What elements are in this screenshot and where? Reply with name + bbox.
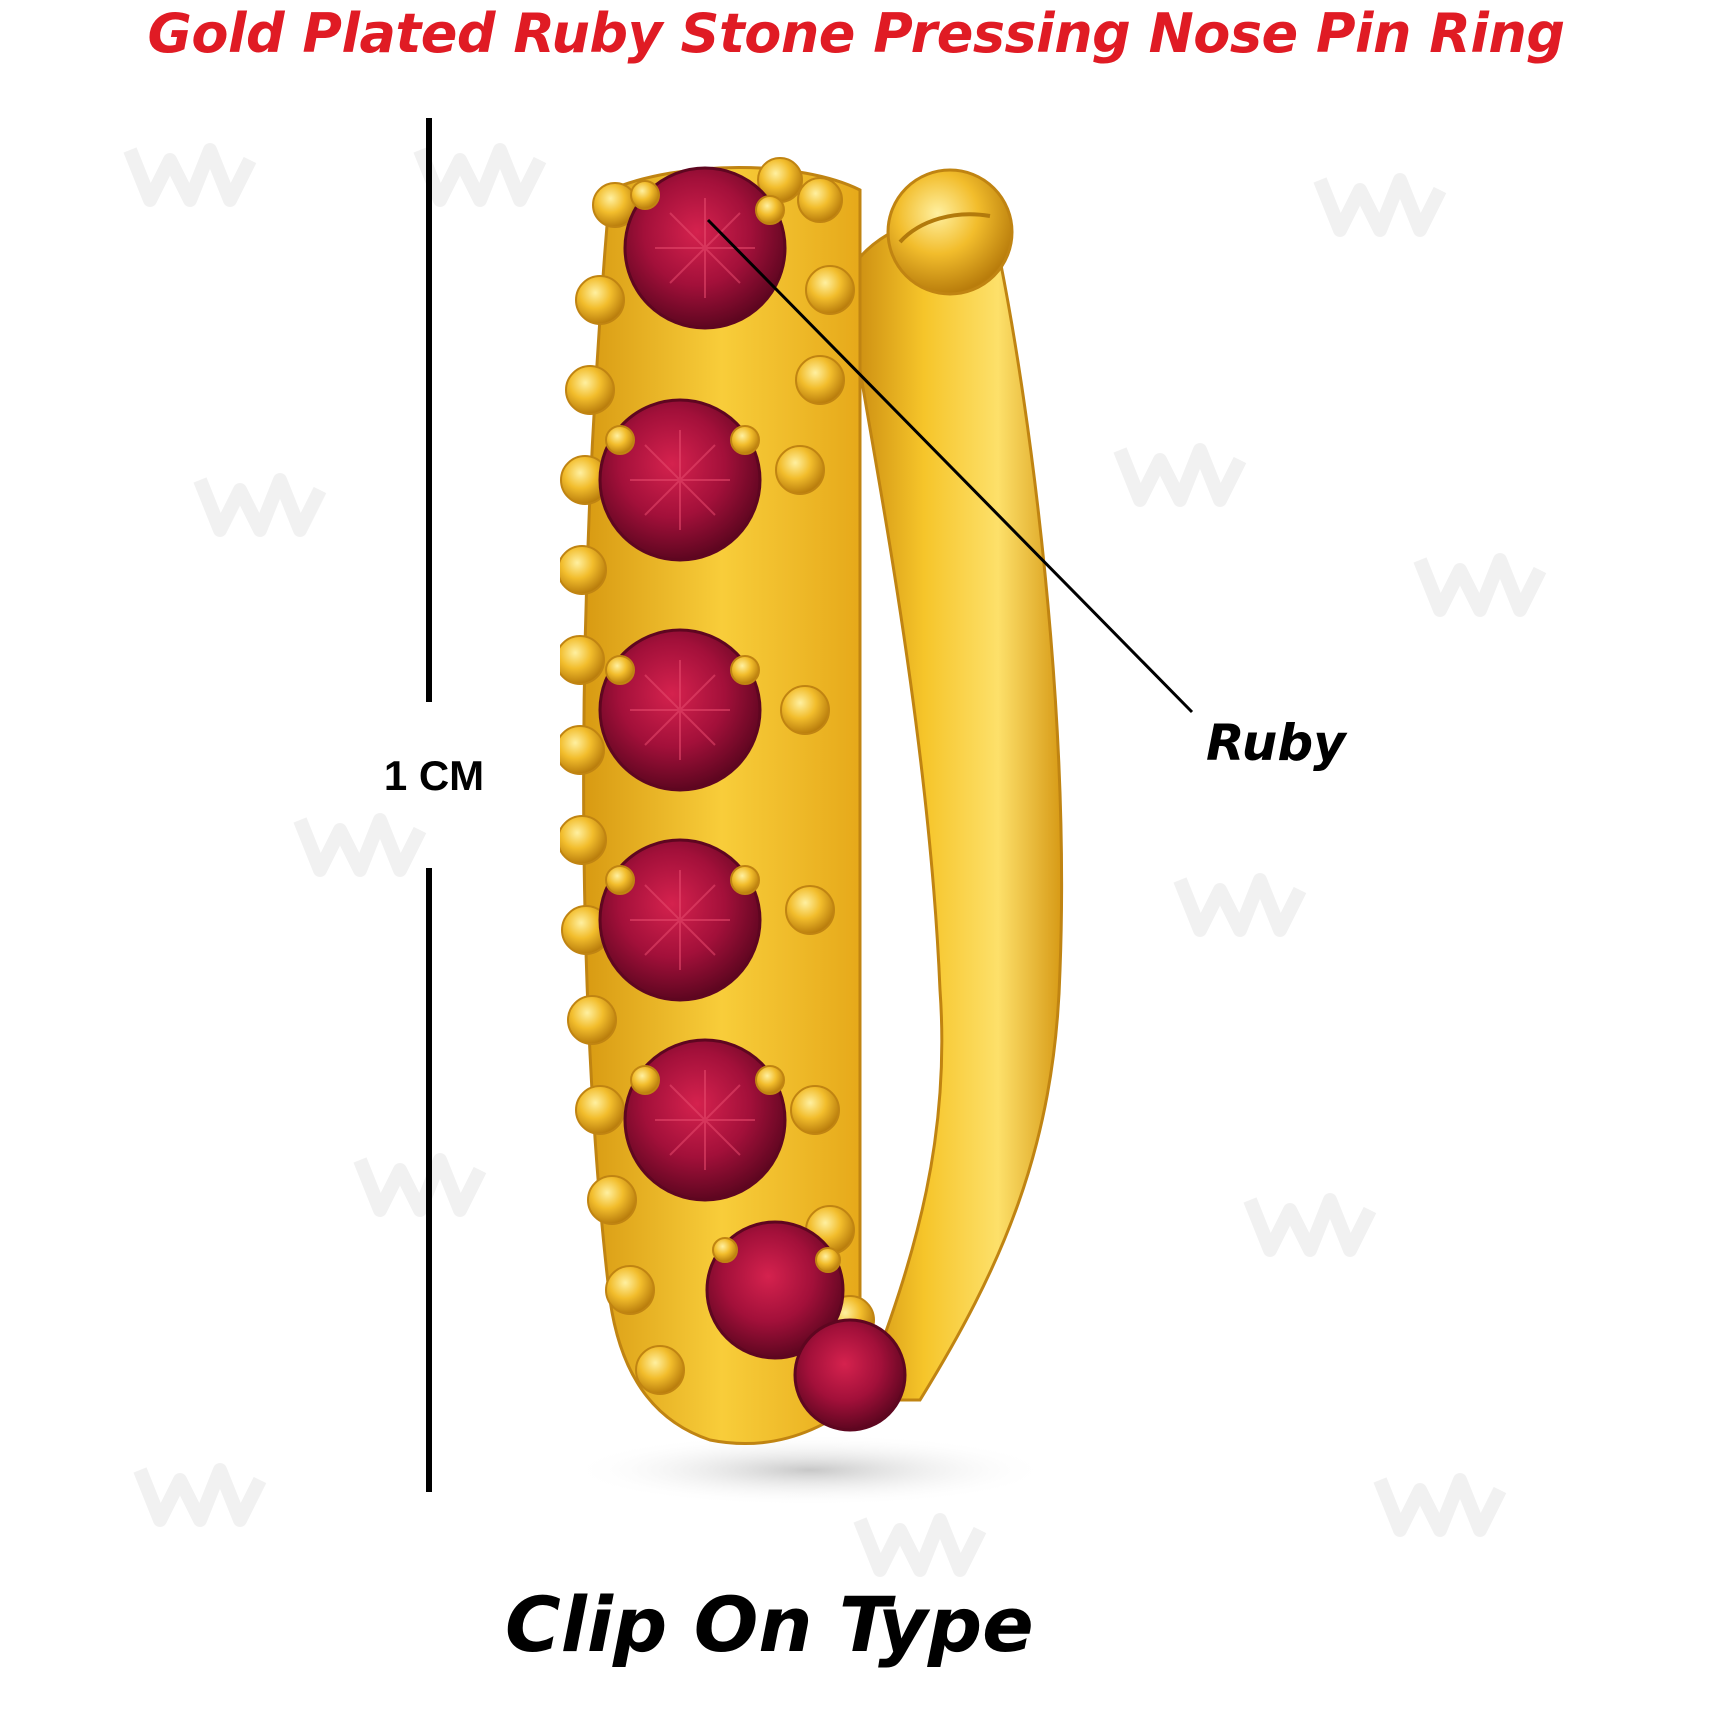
page-title: Gold Plated Ruby Stone Pressing Nose Pin… bbox=[147, 2, 1565, 65]
nose-ring-product-image bbox=[560, 157, 1064, 1506]
clip-type-label: Clip On Type bbox=[505, 1580, 1034, 1669]
measurement-label: 1 CM bbox=[383, 752, 485, 799]
measurement-line-top bbox=[426, 118, 432, 702]
ruby-callout-label: Ruby bbox=[1206, 714, 1346, 772]
measurement-line-bottom bbox=[426, 868, 432, 1492]
